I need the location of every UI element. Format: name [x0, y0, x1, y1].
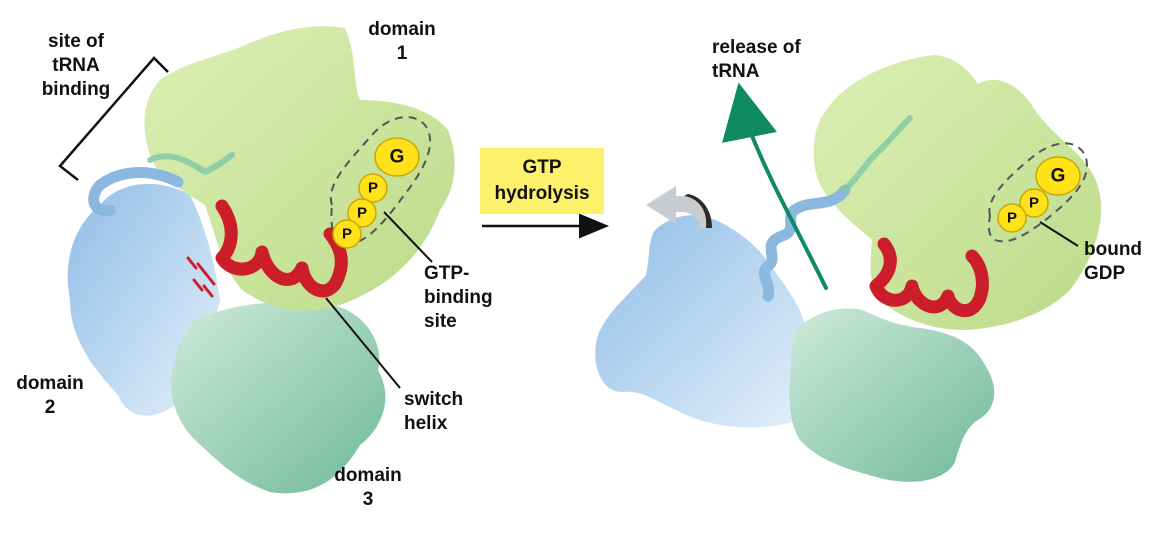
switch-helix-leader	[325, 297, 401, 389]
right-gdp-pocket	[987, 142, 1088, 243]
right-phosphate-2-label: P	[1007, 210, 1017, 227]
left-guanine	[374, 137, 420, 177]
right-domain-2	[595, 215, 812, 428]
left-guanine-label: G	[390, 147, 405, 168]
right-domain-3	[789, 308, 995, 482]
right-gdp-molecule: G P P	[997, 156, 1081, 233]
right-linker	[758, 184, 851, 302]
left-gtp-state: G P P P	[58, 26, 455, 494]
rotation-arrow-icon	[646, 186, 712, 228]
right-phosphate-2	[997, 203, 1027, 233]
left-phosphate-2-label: P	[357, 205, 367, 222]
bound-gdp-leader	[1039, 221, 1079, 247]
right-switch-helix	[869, 237, 989, 317]
left-phosphate-3	[332, 219, 362, 249]
left-phosphate-1	[358, 173, 388, 203]
left-phosphate-2	[347, 198, 377, 228]
left-switch-helix	[215, 199, 348, 298]
right-phosphate-1	[1019, 188, 1049, 218]
right-phosphate-1-label: P	[1029, 195, 1039, 212]
left-phosphate-3-label: P	[342, 226, 352, 243]
left-domain-1	[144, 26, 455, 311]
left-linker	[88, 167, 184, 217]
gtp-site-leader	[383, 211, 433, 263]
right-gdp-state: G P P	[595, 55, 1102, 482]
left-contact-marks	[186, 256, 216, 298]
left-phosphate-1-label: P	[368, 180, 378, 197]
trna-release-arrow	[722, 82, 828, 290]
right-guanine	[1035, 156, 1081, 196]
left-gtp-molecule: G P P P	[332, 137, 420, 249]
left-domain-3	[171, 302, 386, 494]
right-guanine-label: G	[1051, 166, 1066, 187]
trna-site-bracket	[58, 56, 169, 181]
